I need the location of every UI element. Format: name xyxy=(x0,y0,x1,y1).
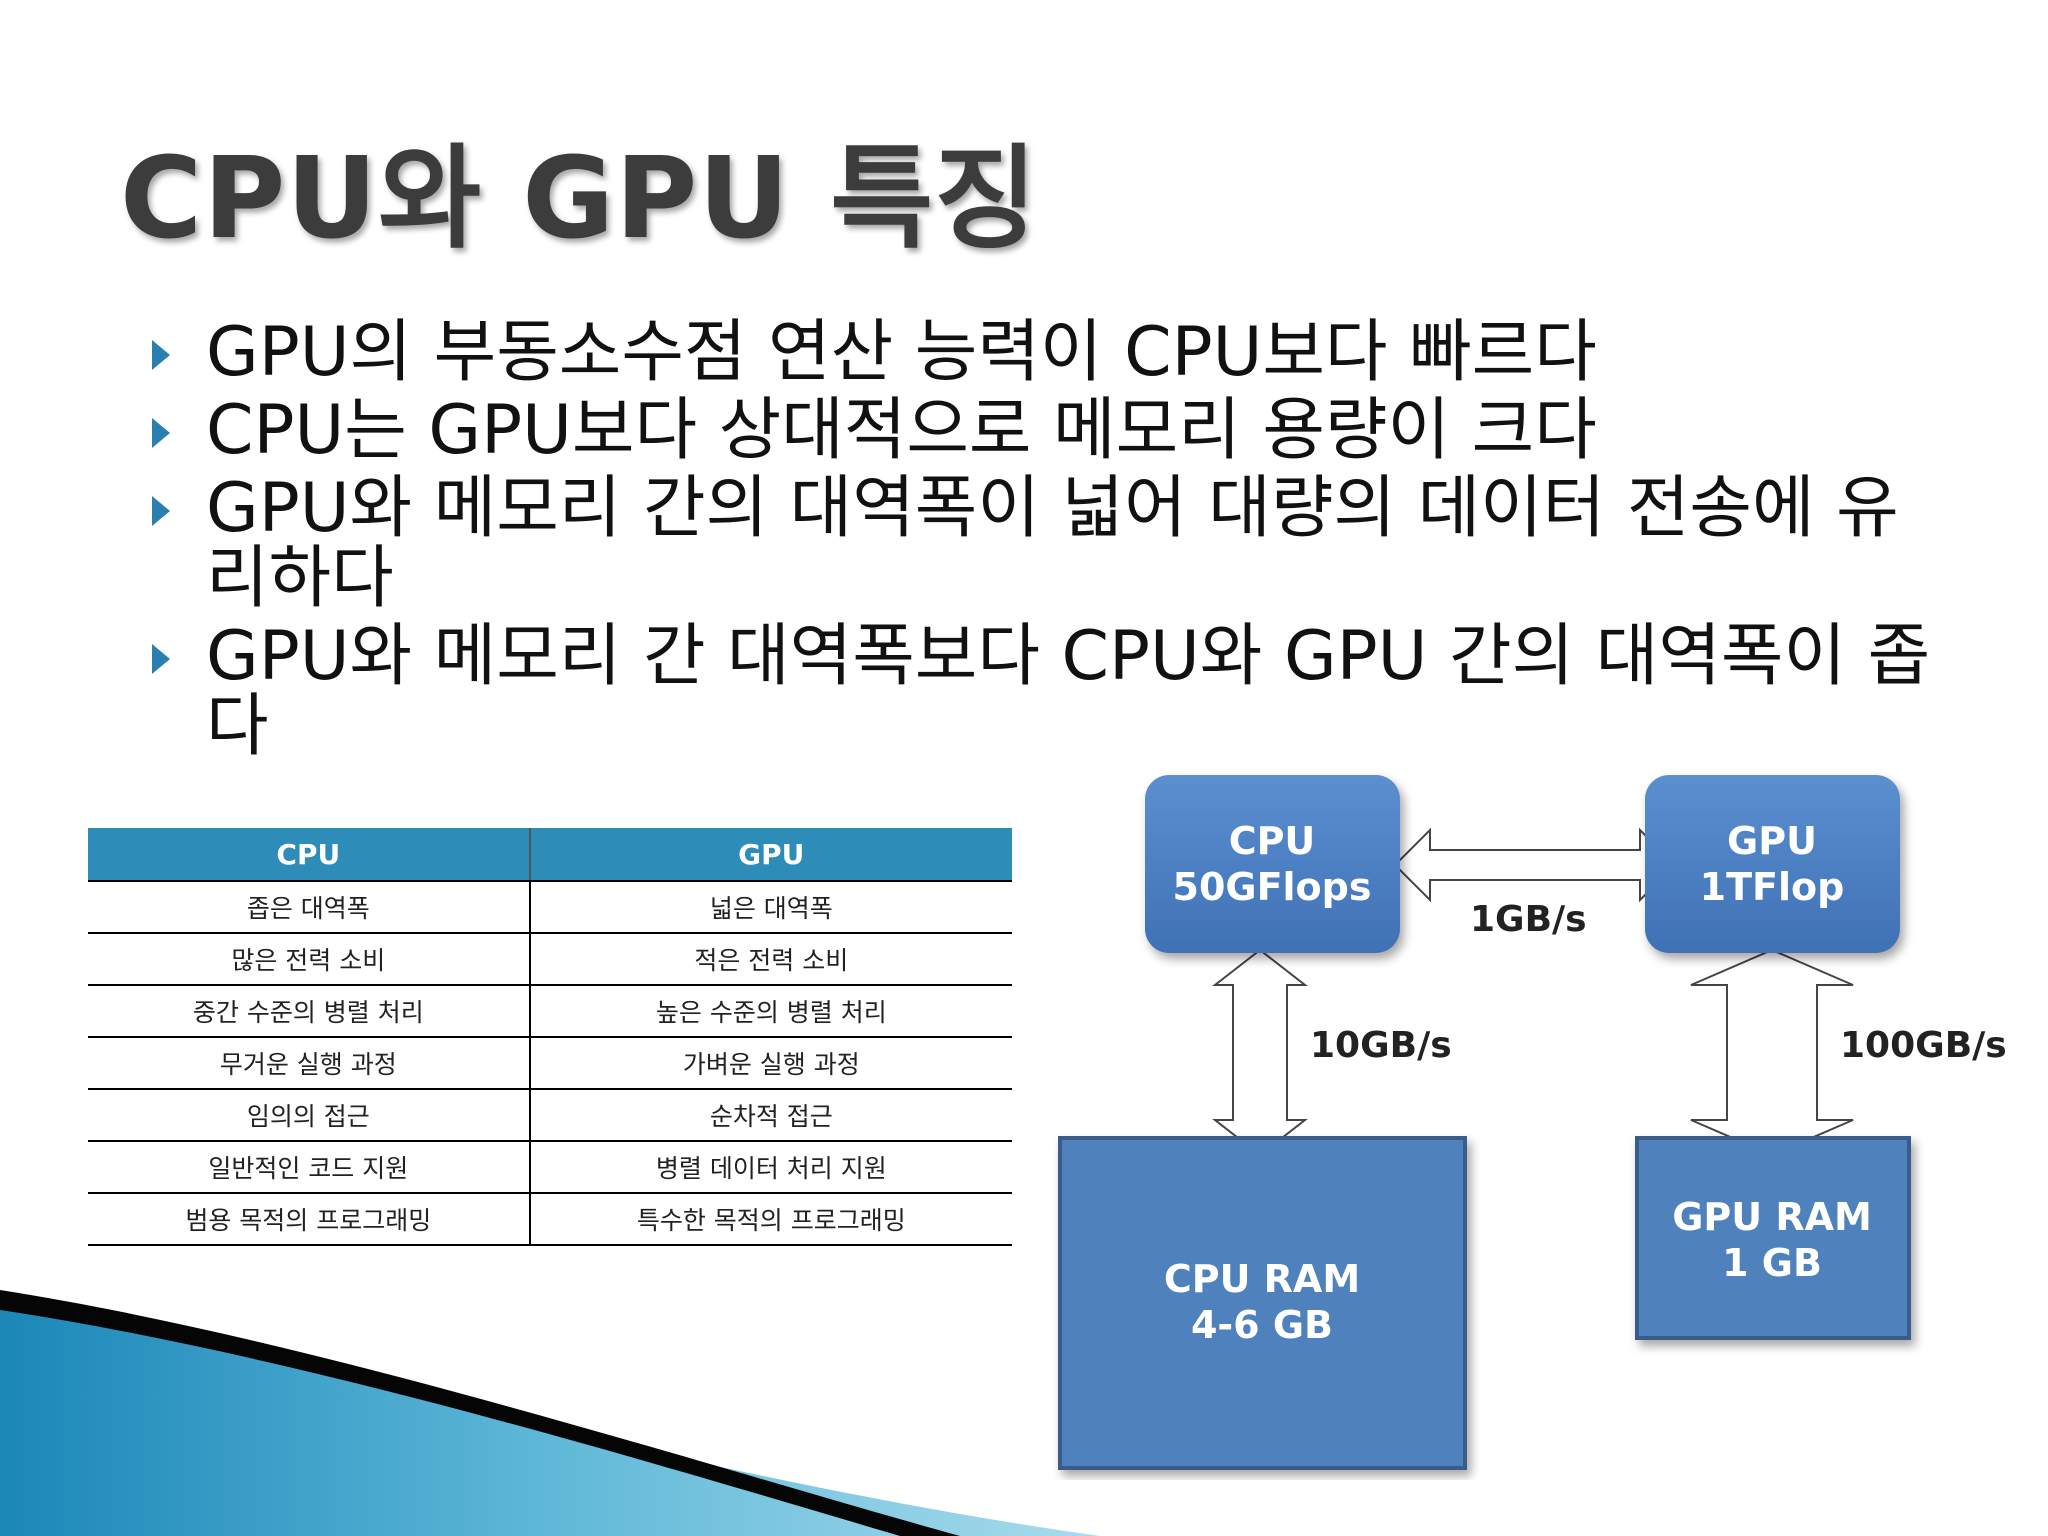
table-row: 중간 수준의 병렬 처리 높은 수준의 병렬 처리 xyxy=(88,985,1012,1038)
header-cpu: CPU xyxy=(88,828,531,882)
swoosh-blue-shape xyxy=(0,1300,1100,1536)
gpu-box: GPU 1TFlop xyxy=(1645,775,1900,953)
cpu-ram-bandwidth-label: 10GB/s xyxy=(1310,1025,1452,1066)
gpu-cell: 적은 전력 소비 xyxy=(529,933,1012,986)
cpu-cell: 무거운 실행 과정 xyxy=(88,1037,531,1090)
bullet-item: GPU와 메모리 간 대역폭보다 CPU와 GPU 간의 대역폭이 좁다 xyxy=(150,622,1950,762)
cpu-box-label: CPU xyxy=(1229,819,1316,863)
bullet-list: GPU의 부동소수점 연산 능력이 CPU보다 빠르다 CPU는 GPU보다 상… xyxy=(150,318,1950,770)
cpu-cell: 중간 수준의 병렬 처리 xyxy=(88,985,531,1038)
cpu-ram-size: 4-6 GB xyxy=(1191,1303,1333,1347)
gpu-box-flops: 1TFlop xyxy=(1700,865,1845,909)
table-row: 좁은 대역폭 넓은 대역폭 xyxy=(88,881,1012,934)
cpu-cell: 좁은 대역폭 xyxy=(88,881,531,934)
cpu-gpu-double-arrow xyxy=(1393,827,1677,903)
bullet-arrow-icon xyxy=(152,340,170,370)
bullet-arrow-icon xyxy=(152,644,170,674)
gpu-box-label: GPU xyxy=(1727,819,1817,863)
cpu-cell: 많은 전력 소비 xyxy=(88,933,531,986)
bandwidth-diagram: CPU 50GFlops GPU 1TFlop CPU RAM 4-6 GB G… xyxy=(1058,775,2007,1470)
bullet-text: CPU는 GPU보다 상대적으로 메모리 용량이 크다 xyxy=(206,391,1597,470)
cpu-box: CPU 50GFlops xyxy=(1145,775,1400,953)
table-header-row: CPU GPU xyxy=(88,828,1012,882)
gpu-cell: 넓은 대역폭 xyxy=(529,881,1012,934)
bullet-text: GPU와 메모리 간의 대역폭이 넓어 대량의 데이터 전송에 유리하다 xyxy=(206,469,1899,618)
table-row: 무거운 실행 과정 가벼운 실행 과정 xyxy=(88,1037,1012,1090)
gpu-ram-double-arrow xyxy=(1690,948,1854,1157)
gpu-ram-bandwidth-label: 100GB/s xyxy=(1840,1025,2007,1066)
cpu-cell: 임의의 접근 xyxy=(88,1089,531,1142)
bullet-text: GPU의 부동소수점 연산 능력이 CPU보다 빠르다 xyxy=(206,313,1597,392)
gpu-cell: 특수한 목적의 프로그래밍 xyxy=(529,1193,1012,1246)
bullet-item: GPU의 부동소수점 연산 능력이 CPU보다 빠르다 xyxy=(150,318,1950,388)
gpu-cell: 병렬 데이터 처리 지원 xyxy=(529,1141,1012,1194)
cpu-ram-label: CPU RAM xyxy=(1164,1257,1360,1301)
bullet-item: GPU와 메모리 간의 대역폭이 넓어 대량의 데이터 전송에 유리하다 xyxy=(150,474,1950,614)
header-gpu: GPU xyxy=(529,828,1012,882)
cpu-cell: 범용 목적의 프로그래밍 xyxy=(88,1193,531,1246)
gpu-cell: 높은 수준의 병렬 처리 xyxy=(529,985,1012,1038)
bullet-text: GPU와 메모리 간 대역폭보다 CPU와 GPU 간의 대역폭이 좁다 xyxy=(206,617,1931,766)
gpu-ram-label: GPU RAM xyxy=(1672,1195,1872,1239)
bullet-item: CPU는 GPU보다 상대적으로 메모리 용량이 크다 xyxy=(150,396,1950,466)
cpu-gpu-bandwidth-label: 1GB/s xyxy=(1470,899,1587,940)
cpu-gpu-comparison-table: CPU GPU 좁은 대역폭 넓은 대역폭 많은 전력 소비 적은 전력 소비 … xyxy=(88,828,1012,1246)
table-row: 일반적인 코드 지원 병렬 데이터 처리 지원 xyxy=(88,1141,1012,1194)
gpu-cell: 가벼운 실행 과정 xyxy=(529,1037,1012,1090)
gpu-cell: 순차적 접근 xyxy=(529,1089,1012,1142)
decorative-swoosh xyxy=(0,1290,1100,1536)
cpu-ram-box: CPU RAM 4-6 GB xyxy=(1058,1136,1467,1470)
gpu-ram-size: 1 GB xyxy=(1722,1241,1822,1285)
swoosh-black-stroke xyxy=(0,1290,960,1536)
cpu-cell: 일반적인 코드 지원 xyxy=(88,1141,531,1194)
cpu-box-flops: 50GFlops xyxy=(1173,865,1372,909)
table-row: 많은 전력 소비 적은 전력 소비 xyxy=(88,933,1012,986)
gpu-ram-box: GPU RAM 1 GB xyxy=(1635,1136,1911,1340)
slide-title: CPU와 GPU 특징 xyxy=(120,134,1039,264)
cpu-ram-double-arrow xyxy=(1212,948,1308,1157)
table-row: 범용 목적의 프로그래밍 특수한 목적의 프로그래밍 xyxy=(88,1193,1012,1246)
bullet-arrow-icon xyxy=(152,418,170,448)
bullet-arrow-icon xyxy=(152,496,170,526)
table-row: 임의의 접근 순차적 접근 xyxy=(88,1089,1012,1142)
